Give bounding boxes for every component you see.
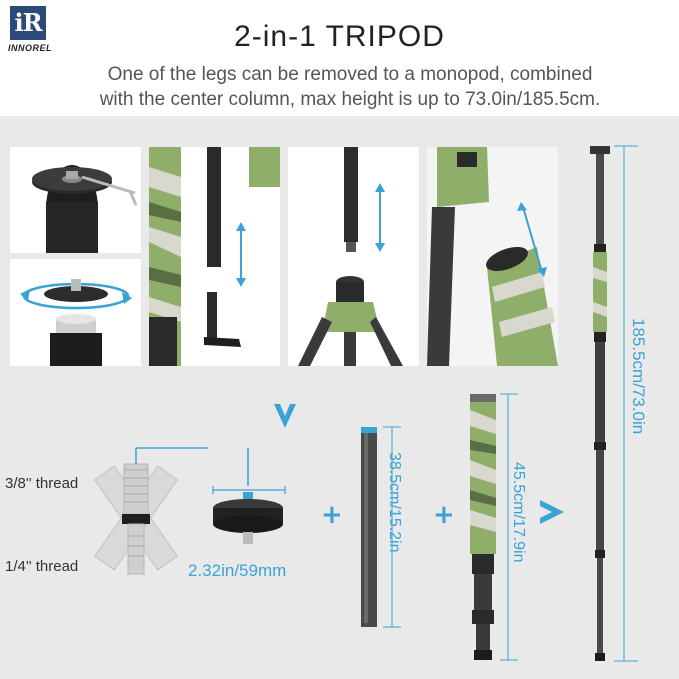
quick-release-plate <box>212 448 286 544</box>
page-subtitle: One of the legs can be removed to a mono… <box>40 62 660 112</box>
photo-plate-hex-key <box>10 147 141 253</box>
thread-adapter-illustration <box>93 447 208 575</box>
plate-size-label: 2.32in/59mm <box>188 561 287 580</box>
photo-plate-rotating <box>10 259 141 366</box>
logo-mark: iR <box>10 6 46 40</box>
logo-text: INNOREL <box>8 43 52 53</box>
photo-leg-removal <box>149 147 280 366</box>
plus-icon-2: + <box>433 500 455 530</box>
subtitle-line-1: One of the legs can be removed to a mono… <box>107 64 593 85</box>
brand-logo: iR INNOREL <box>8 6 60 54</box>
page-title: 2-in-1 TRIPOD <box>234 20 445 53</box>
plus-icon-1: + <box>321 500 343 530</box>
thread-38-label: 3/8'' thread <box>5 475 79 492</box>
monopod-illustration <box>590 145 638 662</box>
subtitle-line-2: with the center column, max height is up… <box>99 89 601 110</box>
thread-14-label: 1/4'' thread <box>5 558 79 575</box>
column-length-label: 38.5cm/15.2in <box>386 452 403 553</box>
right-arrow-icon <box>540 500 564 524</box>
camo-leg-illustration <box>470 393 518 661</box>
center-column-illustration <box>361 426 401 628</box>
photo-center-column <box>288 147 419 366</box>
photo-leg-detach <box>427 147 558 366</box>
double-arrow-icon <box>522 206 543 273</box>
monopod-height-label: 185.5cm/73.0in <box>629 318 648 435</box>
down-arrow-icon <box>274 404 296 428</box>
leg-length-label: 45.5cm/17.9in <box>510 462 527 563</box>
